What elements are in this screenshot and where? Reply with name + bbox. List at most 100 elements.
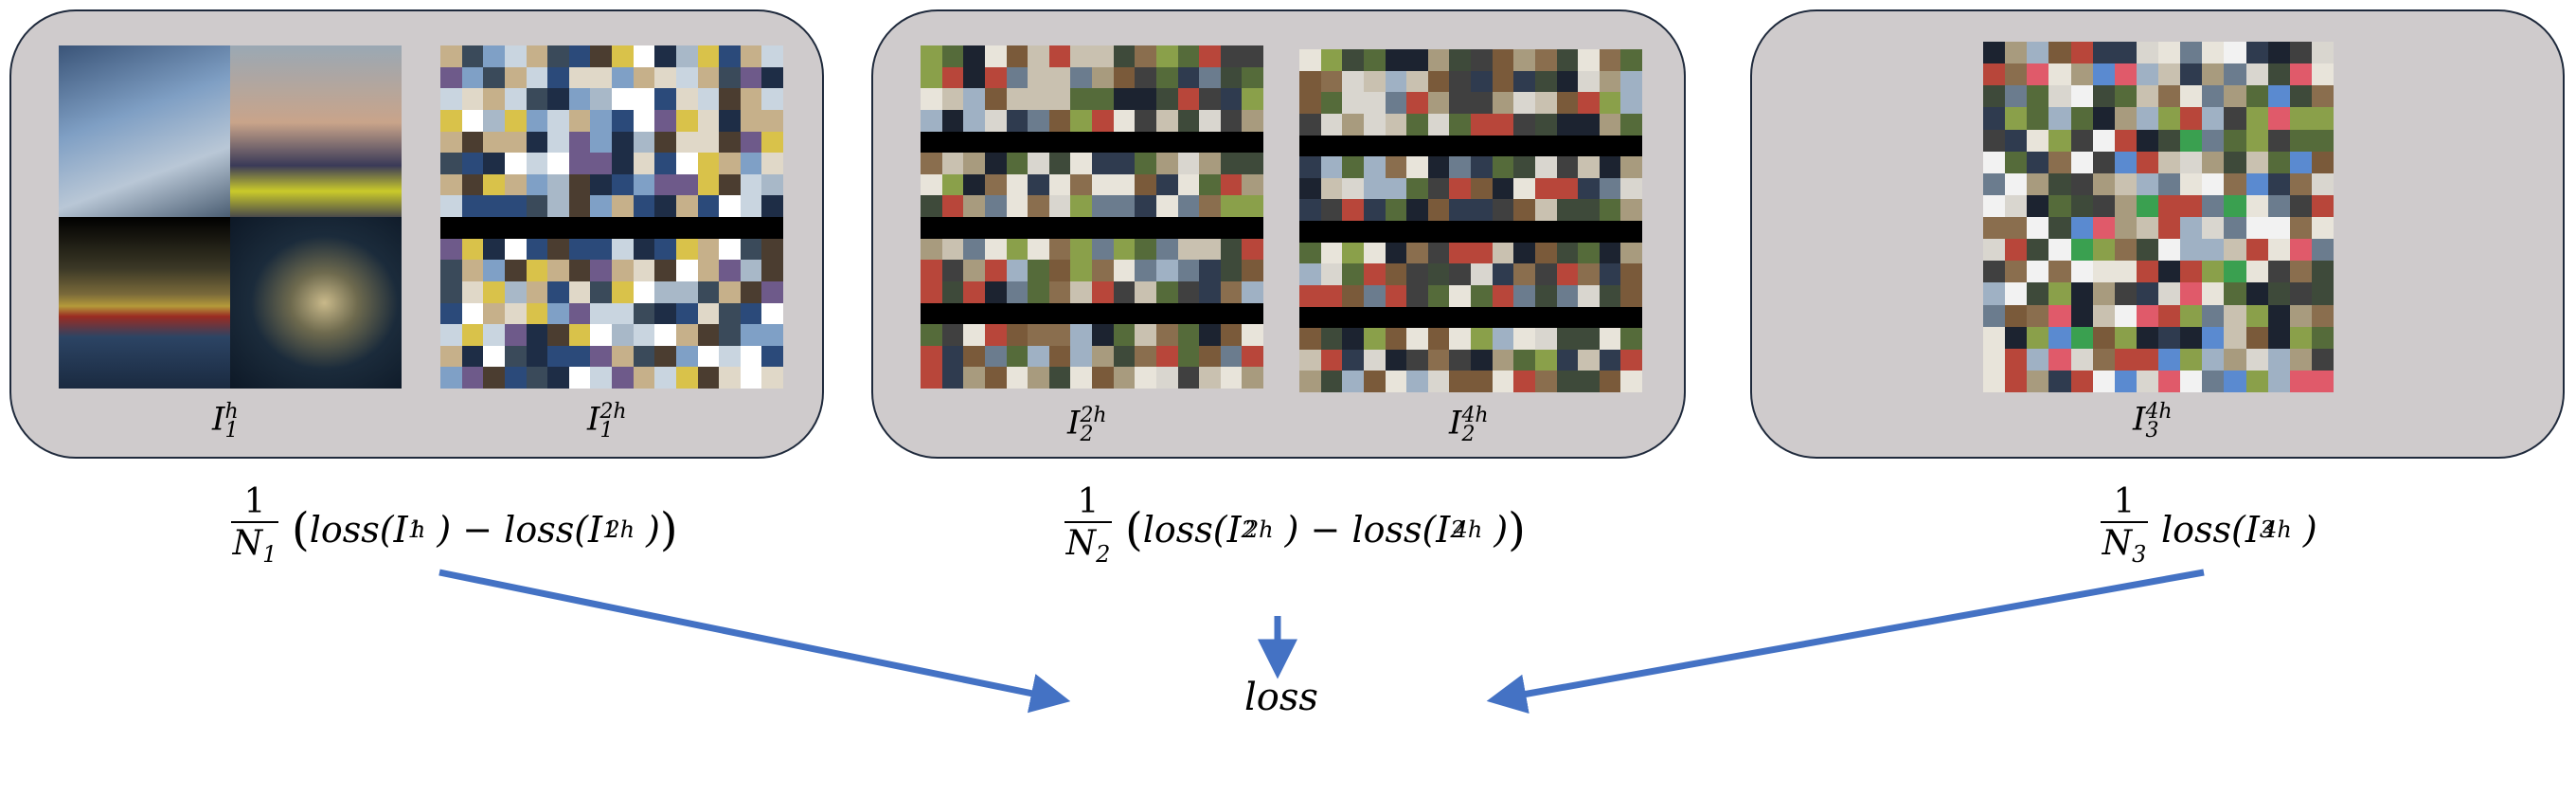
pixel-tile bbox=[633, 109, 655, 132]
label-I3-4h: I34h bbox=[2133, 400, 2173, 443]
pixel-tile bbox=[719, 173, 741, 196]
pixel-tile bbox=[1534, 49, 1557, 71]
pixel-tile bbox=[1242, 66, 1263, 89]
pixel-tile bbox=[2136, 282, 2158, 305]
pixel-tile bbox=[1220, 109, 1243, 132]
pixel-tile bbox=[2136, 261, 2158, 283]
pixel-tile bbox=[1578, 328, 1600, 350]
pixel-tile bbox=[1406, 92, 1428, 114]
pixel-tile bbox=[2136, 63, 2158, 86]
pixel-tile bbox=[2289, 172, 2312, 195]
pixel-tile bbox=[590, 153, 612, 174]
pixel-tile bbox=[504, 131, 527, 154]
pixel-tile bbox=[2289, 304, 2312, 327]
pixel-tile bbox=[2027, 304, 2049, 327]
pixel-tile bbox=[697, 217, 720, 239]
pixel-tile bbox=[941, 195, 964, 217]
pixel-tile bbox=[697, 131, 720, 154]
pixel-tile bbox=[1092, 280, 1114, 303]
pixel-tile bbox=[483, 195, 505, 217]
pixel-tile bbox=[2114, 172, 2137, 195]
pixel-tile bbox=[2158, 282, 2181, 305]
pixel-tile bbox=[633, 131, 655, 154]
pixel-tile bbox=[1220, 302, 1243, 325]
pixel-tile bbox=[1513, 70, 1535, 93]
pixel-tile bbox=[1177, 66, 1200, 89]
pixel-tile bbox=[963, 153, 985, 174]
pixel-tile bbox=[1471, 263, 1493, 285]
pixel-tile bbox=[2158, 239, 2181, 262]
pixel-tile bbox=[1363, 371, 1386, 392]
pixel-tile bbox=[1599, 242, 1621, 264]
pixel-tile bbox=[1342, 284, 1364, 307]
pixel-tile bbox=[675, 238, 698, 261]
pixel-tile bbox=[1092, 88, 1114, 110]
pixel-tile bbox=[1492, 113, 1514, 136]
pixel-tile bbox=[2180, 42, 2203, 64]
pixel-tile bbox=[1199, 173, 1221, 196]
pixel-tile bbox=[941, 324, 964, 346]
pixel-tile bbox=[2070, 261, 2093, 283]
pixel-tile bbox=[2311, 172, 2334, 195]
pixel-tile bbox=[1983, 261, 2006, 283]
pixel-tile bbox=[2005, 304, 2028, 327]
pixel-tile bbox=[568, 260, 591, 281]
pixel-tile bbox=[1492, 284, 1514, 307]
pixel-tile bbox=[1534, 371, 1557, 392]
pixel-tile bbox=[1113, 131, 1136, 154]
pixel-tile bbox=[2180, 151, 2203, 173]
pixel-tile bbox=[1342, 113, 1364, 136]
pixel-tile bbox=[675, 109, 698, 132]
pixel-tile bbox=[1427, 156, 1450, 178]
pixel-tile bbox=[921, 280, 942, 303]
pixel-tile bbox=[1578, 349, 1600, 371]
pixel-tile bbox=[1177, 280, 1200, 303]
pixel-tile bbox=[590, 260, 612, 281]
pixel-tile bbox=[719, 88, 741, 110]
pixel-tile bbox=[2245, 261, 2268, 283]
pixel-tile bbox=[1983, 107, 2006, 130]
pixel-tile bbox=[675, 324, 698, 346]
pixel-tile bbox=[941, 367, 964, 389]
pixel-tile bbox=[1385, 328, 1407, 350]
pixel-tile bbox=[1048, 195, 1071, 217]
pixel-tile bbox=[675, 45, 698, 67]
pixel-tile bbox=[1363, 49, 1386, 71]
pixel-tile bbox=[761, 260, 783, 281]
pixel-tile bbox=[1299, 242, 1321, 264]
pixel-tile bbox=[675, 66, 698, 89]
pixel-tile bbox=[2005, 261, 2028, 283]
pixel-tile bbox=[1427, 49, 1450, 71]
pixel-tile bbox=[1556, 306, 1579, 329]
pixel-tile bbox=[2114, 85, 2137, 108]
pixel-tile bbox=[1070, 131, 1092, 154]
pixel-tile bbox=[1048, 45, 1071, 67]
pixel-tile bbox=[1599, 306, 1621, 329]
pixel-tile bbox=[1048, 345, 1071, 368]
pixel-tile bbox=[941, 302, 964, 325]
pixel-tile bbox=[2048, 304, 2071, 327]
pixel-tile bbox=[1471, 92, 1493, 114]
pixel-tile bbox=[483, 45, 505, 67]
pixel-tile bbox=[1983, 370, 2006, 392]
pixel-tile bbox=[2048, 151, 2071, 173]
pixel-tile bbox=[1449, 113, 1471, 136]
pixel-tile bbox=[461, 131, 484, 154]
pixel-tile bbox=[1177, 195, 1200, 217]
pixel-tile bbox=[2245, 85, 2268, 108]
pixel-tile bbox=[2005, 348, 2028, 371]
pixel-tile bbox=[2311, 107, 2334, 130]
pixel-tile bbox=[1556, 92, 1579, 114]
pixel-tile bbox=[1070, 238, 1092, 261]
pixel-tile bbox=[1028, 45, 1049, 67]
pixel-tile bbox=[719, 280, 741, 303]
pixel-tile bbox=[1155, 45, 1178, 67]
pixel-tile bbox=[1983, 194, 2006, 217]
pixel-tile bbox=[2224, 172, 2246, 195]
pixel-tile bbox=[2245, 326, 2268, 349]
pixel-tile bbox=[675, 260, 698, 281]
pixel-tile bbox=[483, 280, 505, 303]
pixel-tile bbox=[461, 153, 484, 174]
pixel-tile bbox=[1342, 156, 1364, 178]
